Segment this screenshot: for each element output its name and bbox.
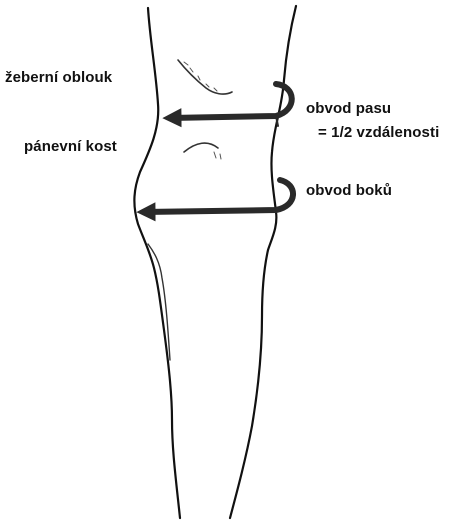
waist-circumference-label: obvod pasu xyxy=(306,100,391,118)
pelvic-bone-label: pánevní kost xyxy=(24,138,117,156)
hip-circumference-label: obvod boků xyxy=(306,182,392,200)
body-front-outline xyxy=(134,8,180,518)
rib-arch-sketch xyxy=(178,60,232,94)
waist-arrow xyxy=(170,84,292,118)
rib-arch-hatching xyxy=(184,62,217,91)
pelvic-bone-sketch xyxy=(184,143,218,152)
pelvic-bone-tick xyxy=(214,152,221,159)
hip-arrow xyxy=(144,180,293,212)
body-back-outline xyxy=(230,6,296,518)
rib-arch-label: žeberní oblouk xyxy=(5,69,112,87)
waist-note-label: = 1/2 vzdálenosti xyxy=(318,124,439,142)
